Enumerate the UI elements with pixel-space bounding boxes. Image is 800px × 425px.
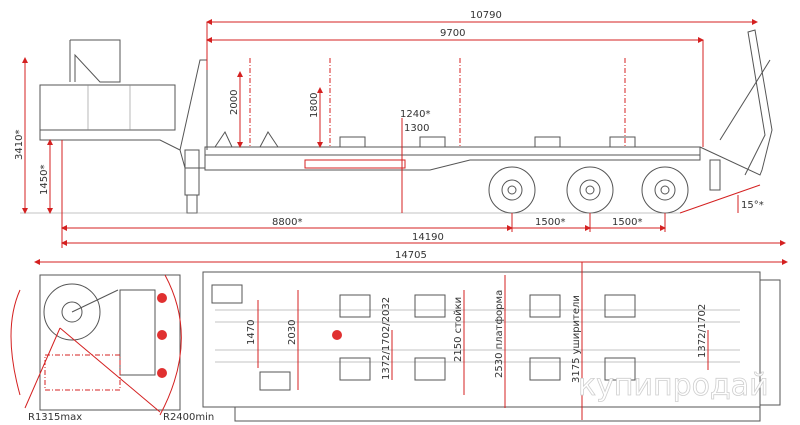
dim-1372-1702: 1372/1702 [697, 304, 708, 358]
marker-dot [157, 293, 167, 303]
dim-1450: 1450* [39, 165, 50, 195]
dim-8800: 8800* [272, 217, 302, 228]
dim-14705: 14705 [395, 250, 427, 261]
dim-1240: 1240* [400, 109, 430, 120]
dim-3175: 3175 уширители [571, 295, 582, 383]
dim-r2400: R2400min [163, 412, 214, 423]
dim-14190: 14190 [412, 232, 444, 243]
dim-1800: 1800 [309, 93, 320, 118]
deck [204, 130, 701, 171]
dim-9700: 9700 [440, 28, 465, 39]
dim-1372-1702-2032: 1372/1702/2032 [381, 297, 392, 380]
dim-2030: 2030 [287, 320, 298, 345]
watermark: купипродай [578, 368, 769, 403]
gooseneck [39, 39, 208, 214]
dim-r1315: R1315max [28, 412, 82, 423]
dim-2150: 2150 стойки [453, 297, 464, 362]
gooseneck-plan [10, 274, 182, 416]
dim-1500-a: 1500* [535, 217, 565, 228]
marker-dot [157, 330, 167, 340]
wheels [488, 166, 689, 214]
platform-plan [202, 271, 781, 422]
dim-2000: 2000 [229, 90, 240, 115]
top-view: 14705 R1315max R2400min [10, 250, 788, 423]
marker-dot [332, 330, 342, 340]
dim-15deg: 15°* [741, 200, 764, 211]
stakes [249, 58, 626, 147]
dim-1470: 1470 [246, 320, 257, 345]
marker-dot [157, 368, 167, 378]
dim-1300: 1300 [404, 123, 429, 134]
dim-1500-b: 1500* [612, 217, 642, 228]
dim-2530: 2530 платформа [494, 290, 505, 378]
dim-10790: 10790 [470, 10, 502, 21]
dim-3410: 3410* [14, 130, 25, 160]
ramp [699, 29, 773, 191]
side-view: 10790 9700 3410* 2000 1800 1240* 1300 14… [14, 10, 786, 248]
